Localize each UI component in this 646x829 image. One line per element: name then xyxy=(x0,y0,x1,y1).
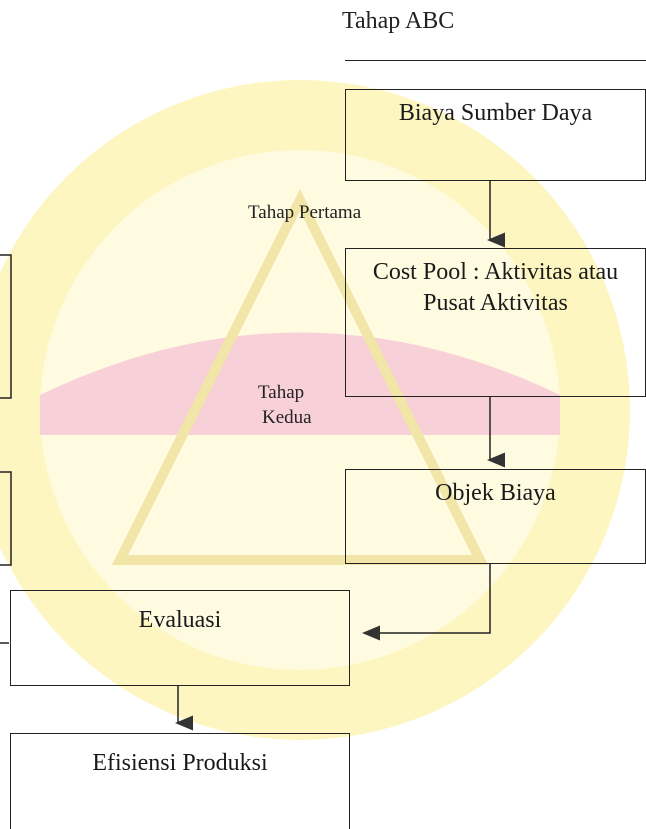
box-biaya-sumber-daya: Biaya Sumber Daya xyxy=(345,89,646,181)
box-objek-biaya: Objek Biaya xyxy=(345,469,646,564)
box-cost-pool: Cost Pool : Aktivitas atau Pusat Aktivit… xyxy=(345,248,646,397)
seal-red-band xyxy=(40,332,560,435)
box-objek-biaya-label: Objek Biaya xyxy=(435,480,556,506)
box-evaluasi-label: Evaluasi xyxy=(138,607,222,633)
box-efisiensi-produksi-label: Efisiensi Produksi xyxy=(92,750,268,776)
label-tahap-kedua-line1: Tahap xyxy=(258,382,305,403)
box-biaya-sumber-daya-label: Biaya Sumber Daya xyxy=(398,100,593,126)
box-cost-pool-label: Cost Pool : Aktivitas atau Pusat Aktivit… xyxy=(372,259,619,316)
box-evaluasi: Evaluasi xyxy=(10,590,350,686)
left-partial-box-top xyxy=(0,254,12,399)
stage-header-title: Tahap ABC xyxy=(342,8,455,34)
left-partial-box-bottom xyxy=(0,471,12,566)
arrow-objek-to-evaluasi xyxy=(362,564,491,641)
label-tahap-pertama: Tahap Pertama xyxy=(248,202,362,223)
seal-triangle xyxy=(111,188,489,565)
header-rule xyxy=(345,60,646,61)
box-efisiensi-produksi: Efisiensi Produksi xyxy=(10,733,350,829)
label-tahap-kedua-line2: Kedua xyxy=(262,407,312,428)
